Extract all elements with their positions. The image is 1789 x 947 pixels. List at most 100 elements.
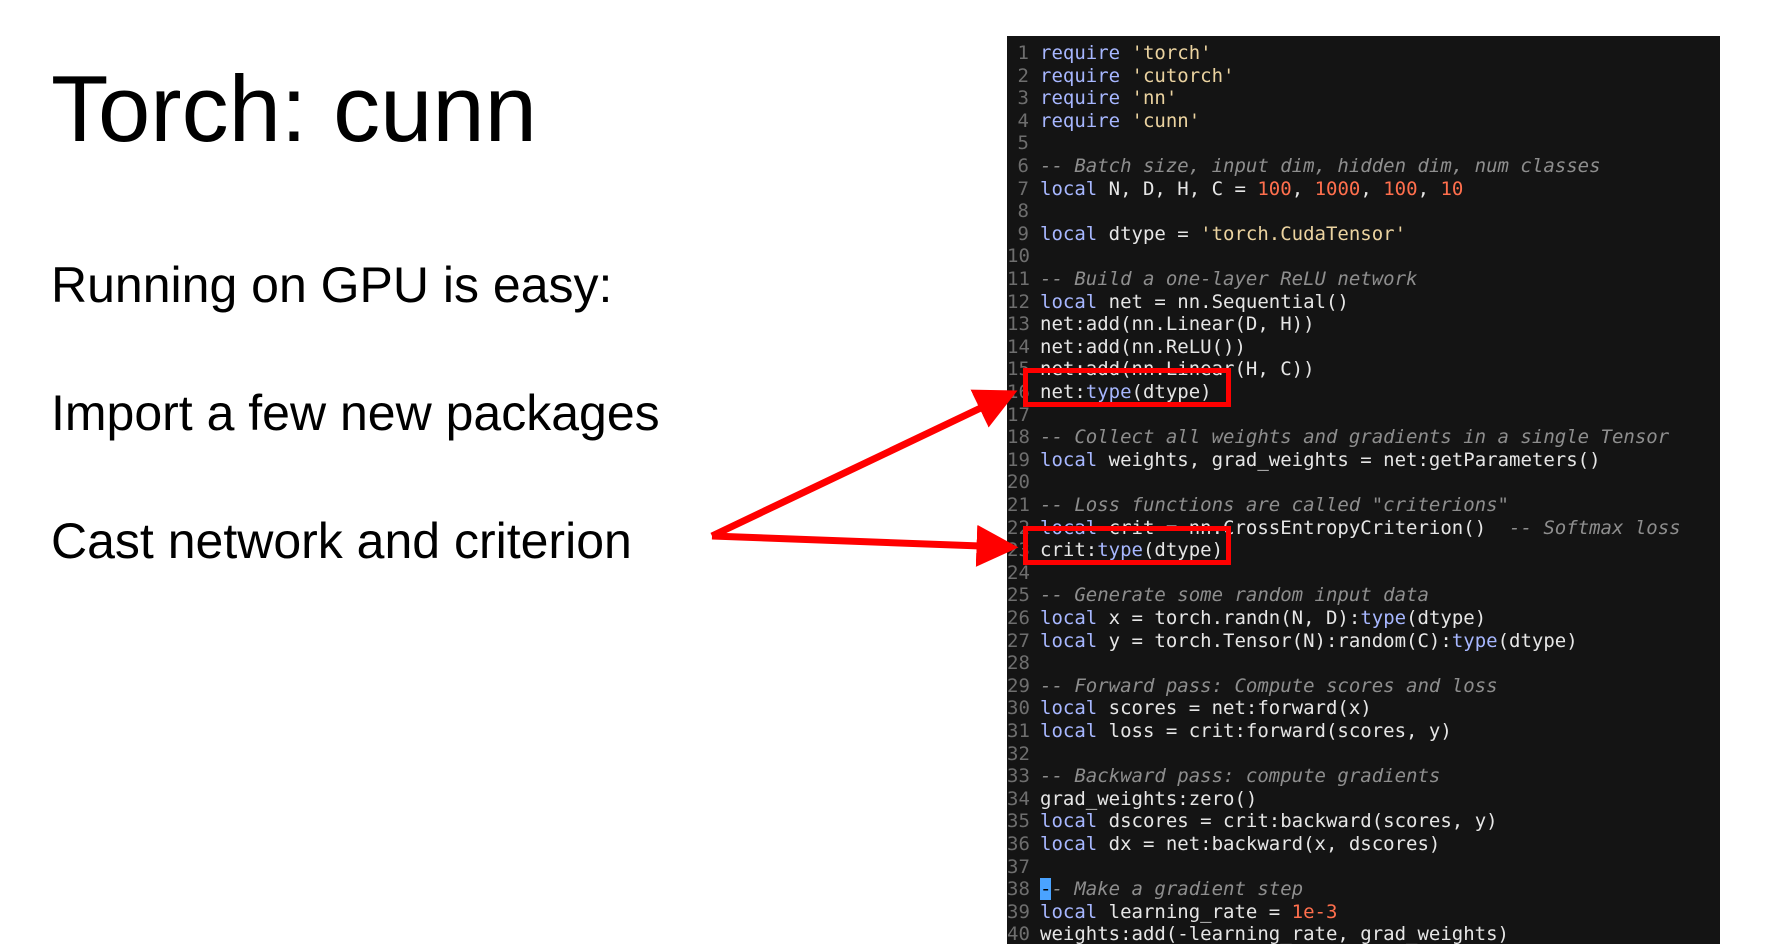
code-token: y = torch.Tensor(N):random(C):	[1097, 629, 1452, 652]
code-token: 10	[1440, 177, 1464, 200]
line-number: 10	[1007, 245, 1030, 268]
code-text: weights:add(-learning_rate, grad_weights…	[1040, 923, 1509, 944]
code-token: local	[1040, 720, 1098, 742]
highlight-box-net-type	[1023, 368, 1231, 407]
line-number: 7	[1017, 177, 1029, 200]
code-text: net:add(nn.ReLU())	[1040, 336, 1246, 359]
code-text: local dx = net:backward(x, dscores)	[1040, 833, 1440, 856]
line-number: 28	[1007, 652, 1030, 675]
code-token: local	[1040, 810, 1098, 833]
code-token: local	[1040, 290, 1098, 313]
line-number: 11	[1007, 268, 1030, 290]
code-token: local	[1040, 833, 1098, 855]
code-token: -	[1040, 878, 1052, 901]
code-text: -- Forward pass: Compute scores and loss	[1040, 675, 1498, 698]
line-number: 6	[1017, 155, 1029, 177]
code-token: (dtype)	[1406, 607, 1487, 629]
code-token: type	[1085, 381, 1132, 403]
code-token: type	[1451, 629, 1498, 652]
code-text: -- Make a gradient step	[1040, 878, 1303, 901]
code-token: scores = net:forward(x)	[1097, 697, 1372, 720]
line-number: 8	[1017, 200, 1029, 223]
code-token: ,	[1417, 177, 1441, 200]
code-token: 'torch.CudaTensor'	[1200, 222, 1407, 245]
line-number: 34	[1007, 787, 1030, 810]
code-text: local learning_rate = 1e-3	[1040, 901, 1337, 924]
code-token: -- Batch size, input dim, hidden dim, nu…	[1040, 155, 1601, 177]
line-number: 27	[1007, 629, 1030, 652]
code-text: local dscores = crit:backward(scores, y)	[1040, 810, 1498, 833]
line-number: 1	[1017, 42, 1029, 64]
code-token: weights, grad_weights = net:getParameter…	[1097, 448, 1601, 471]
code-text: local N, D, H, C = 100, 1000, 100, 10	[1040, 178, 1463, 201]
line-number: 13	[1007, 313, 1030, 336]
line-number: 21	[1007, 494, 1030, 516]
line-number: 39	[1007, 900, 1030, 923]
code-token: 100	[1383, 177, 1418, 200]
code-token: require	[1040, 87, 1121, 110]
code-text: net:type(dtype)	[1040, 381, 1212, 404]
line-number: 36	[1007, 833, 1030, 855]
line-number: 4	[1017, 109, 1029, 132]
code-token: -- Softmax loss	[1509, 516, 1681, 539]
code-token: local	[1040, 177, 1098, 200]
code-token: local	[1040, 222, 1098, 245]
code-token: type	[1097, 539, 1143, 562]
code-token: local	[1040, 900, 1098, 923]
code-text: -- Collect all weights and gradients in …	[1040, 426, 1669, 449]
code-token: N, D, H, C =	[1097, 177, 1258, 200]
line-number: 40	[1007, 923, 1030, 944]
code-token: local	[1040, 629, 1098, 652]
line-number: 35	[1007, 810, 1030, 833]
code-token: -- Backward pass: compute gradients	[1040, 765, 1441, 788]
line-number: 30	[1007, 697, 1030, 720]
code-token: 1000	[1314, 177, 1361, 200]
line-number: 38	[1007, 878, 1030, 901]
code-token: x = torch.randn(N, D):	[1097, 607, 1361, 629]
code-text: local weights, grad_weights = net:getPar…	[1040, 449, 1601, 472]
slide-title: Torch: cunn	[51, 56, 537, 161]
code-token: local	[1040, 607, 1098, 629]
code-text: local x = torch.randn(N, D):type(dtype)	[1040, 607, 1486, 630]
code-token: crit:	[1040, 539, 1098, 562]
bullet-import-packages: Import a few new packages	[51, 385, 660, 441]
code-token: net = nn.Sequential()	[1097, 290, 1349, 313]
code-token: 1e-3	[1291, 900, 1338, 923]
code-token: local	[1040, 697, 1098, 720]
code-token: 'torch'	[1131, 42, 1212, 64]
code-text: -- Backward pass: compute gradients	[1040, 765, 1440, 788]
line-number: 37	[1007, 855, 1030, 878]
code-text: require 'cutorch'	[1040, 65, 1234, 88]
line-number: 26	[1007, 607, 1030, 629]
code-token: require	[1040, 64, 1121, 87]
code-text: local net = nn.Sequential()	[1040, 291, 1349, 314]
code-token: require	[1040, 109, 1121, 132]
code-text: require 'torch'	[1040, 42, 1212, 65]
code-token: -- Loss functions are called "criterions…	[1040, 494, 1509, 516]
code-text: require 'cunn'	[1040, 110, 1200, 133]
arrow-to-crit-type	[711, 524, 1019, 567]
code-token: local	[1040, 448, 1098, 471]
code-text: -- Batch size, input dim, hidden dim, nu…	[1040, 155, 1601, 178]
line-number: 31	[1007, 720, 1030, 742]
code-token: 'cunn'	[1131, 109, 1201, 132]
highlight-box-crit-type	[1023, 526, 1231, 565]
code-text: grad_weights:zero()	[1040, 788, 1257, 811]
code-token: net:	[1040, 381, 1086, 403]
code-text: -- Build a one-layer ReLU network	[1040, 268, 1418, 291]
code-token: -- Forward pass: Compute scores and loss	[1040, 674, 1498, 697]
line-number: 18	[1007, 426, 1030, 449]
code-token: ,	[1360, 177, 1384, 200]
code-token: net:add(nn.ReLU())	[1040, 335, 1246, 358]
bullet-running-on-gpu: Running on GPU is easy:	[51, 257, 613, 313]
line-number: 19	[1007, 448, 1030, 471]
code-token: 100	[1257, 177, 1292, 200]
code-token: -- Collect all weights and gradients in …	[1040, 426, 1670, 449]
line-number: 5	[1017, 132, 1029, 155]
code-token: -- Build a one-layer ReLU network	[1040, 268, 1418, 290]
line-number: 14	[1007, 335, 1030, 358]
line-number: 20	[1007, 471, 1030, 494]
line-number: 9	[1017, 222, 1029, 245]
line-number: 29	[1007, 674, 1030, 697]
